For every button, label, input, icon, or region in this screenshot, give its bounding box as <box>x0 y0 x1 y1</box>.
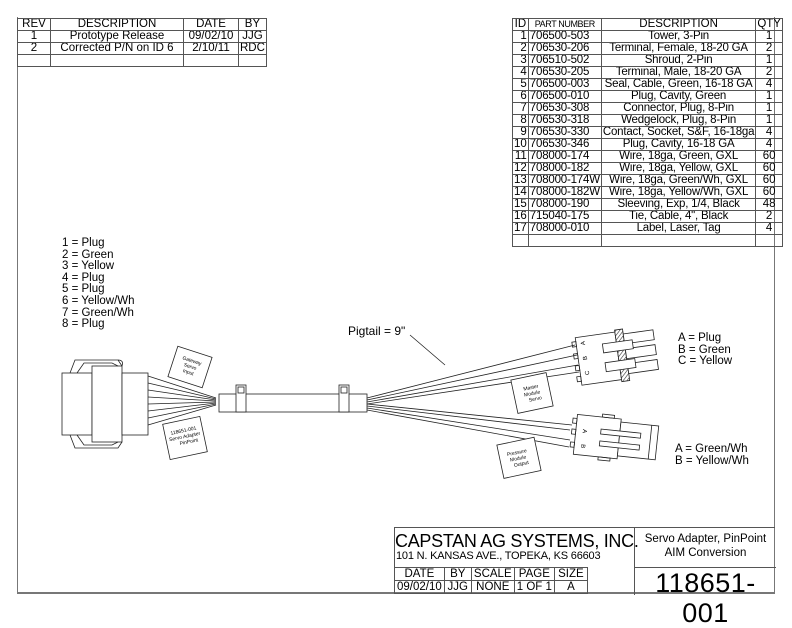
shroud-pin-letter: A <box>581 429 587 434</box>
tag-text: Module <box>510 454 528 463</box>
harness-drawing: Gateway Servo Input 118651-001 Servo Ada… <box>61 328 660 479</box>
pin-legend-item: 4 = Plug <box>62 271 105 284</box>
drawing-description-line1: Servo Adapter, PinPoint <box>644 533 767 545</box>
tag-text: Output <box>513 460 530 469</box>
tower-pin-letter: A <box>581 341 588 346</box>
size-label: SIZE <box>553 567 588 581</box>
title-block-value-row: 09/02/10 JJG NONE 1 OF 1 A <box>395 580 588 594</box>
cable-tie-right <box>338 384 350 413</box>
revision-row: 2 Corrected P/N on ID 6 2/10/11 RDC <box>17 42 267 55</box>
tag-servo-adapter-pinpoint <box>162 415 208 461</box>
tag-text: Master <box>523 384 540 393</box>
tag-gateway-servo-input <box>167 345 213 389</box>
date-label: DATE <box>395 567 445 581</box>
tag-text: Servo <box>183 362 197 372</box>
title-block-info-table: DATE BY SCALE PAGE SIZE 09/02/10 JJG NON… <box>395 567 588 594</box>
scale-label: SCALE <box>470 567 515 581</box>
pigtail-leader-line <box>409 334 446 366</box>
drawing-description: Servo Adapter, PinPoint AIM Conversion <box>634 528 776 567</box>
drawing-description-line2: AIM Conversion <box>664 547 747 559</box>
shroud-legend-item: B = Yellow/Wh <box>675 454 749 467</box>
tower-pin-letter: B <box>583 355 590 360</box>
by-cell <box>238 54 267 67</box>
tag-text: Gateway <box>182 355 203 367</box>
shroud-pin-letter: B <box>579 444 585 449</box>
sleeving <box>218 393 368 413</box>
shroud-connector <box>569 413 660 462</box>
tag-master-module-servo <box>510 372 554 414</box>
date-value: 09/02/10 <box>395 580 445 594</box>
shroud-legend-item: A = Green/Wh <box>675 443 748 455</box>
pin-legend-item: 5 = Plug <box>62 283 105 296</box>
tag-text: Pressure <box>507 448 528 458</box>
company-name: CAPSTAN AG SYSTEMS, INC. <box>395 531 639 551</box>
pin-legend-item: 1 = Plug <box>62 237 105 249</box>
page-value: 1 OF 1 <box>513 580 555 594</box>
pin-legend-item: 8 = Plug <box>62 318 105 331</box>
bom-row <box>512 234 783 247</box>
tower-legend-item: B = Green <box>678 343 731 356</box>
bom-qty-cell: 1 <box>755 102 783 115</box>
pigtail-length-label: Pigtail = 9" <box>348 324 406 338</box>
tower-legend-item: C = Yellow <box>678 355 733 368</box>
wires-left-bundle <box>147 375 217 426</box>
tag-text: 118651-001 <box>170 425 197 436</box>
date-cell <box>183 54 239 67</box>
bom-description-cell <box>600 234 757 247</box>
page-label: PAGE <box>513 567 555 581</box>
company-address: 101 N. KANSAS AVE., TOPEKA, KS 66603 <box>396 550 601 562</box>
title-block: CAPSTAN AG SYSTEMS, INC. 101 N. KANSAS A… <box>394 527 776 628</box>
cable-tie-left <box>235 384 247 413</box>
tower-legend-item: A = Plug <box>678 332 722 344</box>
tag-text: PinPoint <box>179 437 199 447</box>
tag-pressure-module-output <box>496 436 542 479</box>
scale-value: NONE <box>470 580 515 594</box>
pin-legend-item: 6 = Yellow/Wh <box>62 294 135 307</box>
pin-legend-item: 2 = Green <box>62 248 114 261</box>
bom-qty-cell <box>755 234 783 247</box>
wires-to-shroud-connector <box>366 403 573 448</box>
pin-legend-item: 7 = Green/Wh <box>62 306 134 319</box>
title-block-header-row: DATE BY SCALE PAGE SIZE <box>395 567 588 581</box>
tag-text: Module <box>524 389 542 398</box>
drawing-number: 118651-001 <box>634 567 776 628</box>
size-value: A <box>553 580 588 594</box>
tower-pin-letter: C <box>585 369 592 375</box>
revision-row <box>17 54 267 67</box>
by-value: JJG <box>443 580 472 594</box>
tag-text: Input <box>182 368 195 377</box>
revision-table: REV DESCRIPTION DATE BY 1 Prototype Rele… <box>17 18 267 67</box>
by-label: BY <box>443 567 472 581</box>
pin-legend-item: 3 = Yellow <box>62 260 115 273</box>
tag-text: Servo <box>528 395 542 404</box>
8-pin-connector <box>61 359 149 449</box>
tower-connector <box>571 328 659 386</box>
